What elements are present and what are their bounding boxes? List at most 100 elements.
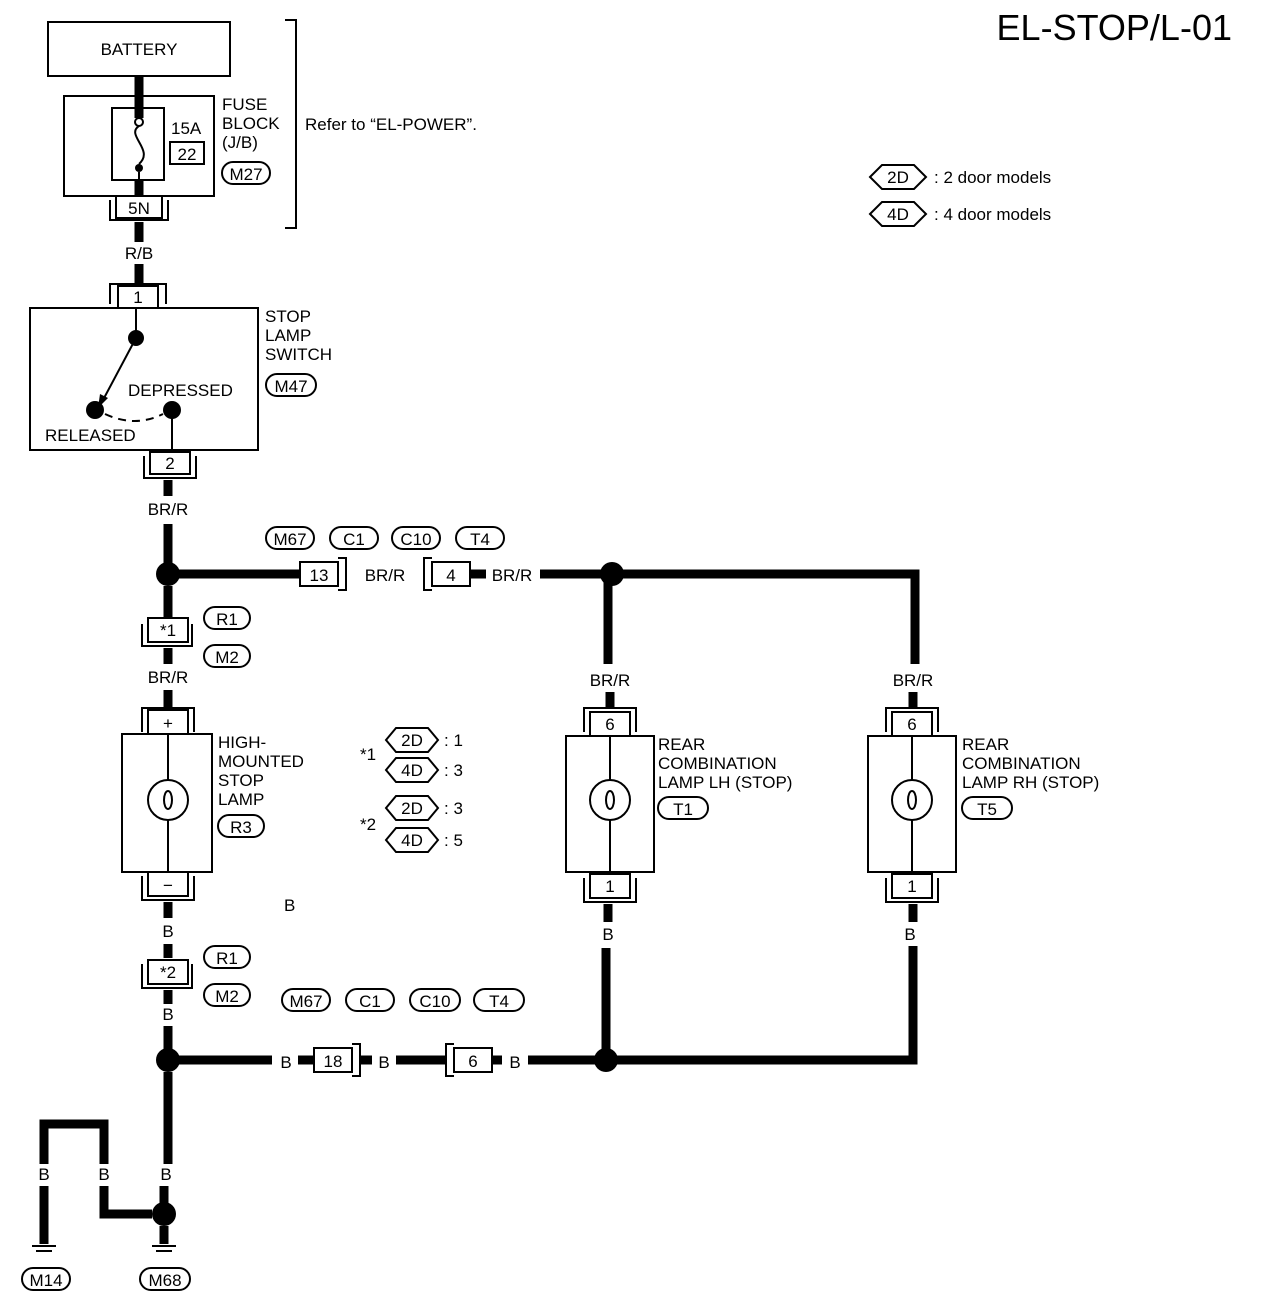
footnote-2-row-0-val: : 3 [444, 799, 463, 818]
relay-conn-1-tag-1 [203, 644, 251, 668]
switch-state-depressed: DEPRESSED [128, 381, 233, 400]
hm-lamp-label-3: STOP [218, 771, 264, 790]
joint-bottom-pin-a-box [313, 1047, 353, 1073]
bottom-joint-tag-0-text: M67 [289, 992, 322, 1011]
relay-conn-2-box [147, 959, 189, 985]
hm-lamp-connector-badge [217, 814, 265, 838]
relay-conn-1-tag-0 [203, 606, 251, 630]
wire-color-brr-1: BR/R [148, 500, 189, 519]
hm-lamp-bulb [147, 779, 189, 821]
relay-conn-1-box [147, 617, 189, 643]
relay-conn-2-pin: *2 [160, 963, 176, 982]
wire-color-b-10: B [98, 1165, 109, 1184]
joint-top-pin-b-box [431, 561, 471, 587]
ground-m68-badge [139, 1267, 191, 1291]
top-joint-tag-2-text: C10 [400, 530, 431, 549]
wire-color-b-1: B [162, 922, 173, 941]
footnote-2-row-1-tag: 4D [401, 831, 423, 850]
joint-top-pin-b: 4 [446, 566, 455, 585]
stop-lamp-switch-box [29, 307, 259, 451]
footnote-2-row-0-hex [384, 795, 440, 821]
rh-label-3: LAMP RH (STOP) [962, 773, 1099, 792]
footnote-1-row-1-val: : 3 [444, 761, 463, 780]
fuse-block-label-1: FUSE [222, 95, 267, 114]
fuse-number-box [169, 141, 205, 165]
rh-label-2: COMBINATION [962, 754, 1081, 773]
footnote-2-row-1-val: : 5 [444, 831, 463, 850]
fuse-number: 22 [178, 145, 197, 164]
rh-connector-tag: T5 [977, 800, 997, 819]
switch-pin-2: 2 [165, 454, 174, 473]
wire-color-brr-6: BR/R [893, 671, 934, 690]
rh-connector-badge [961, 796, 1013, 820]
fuse-amperage: 15A [171, 119, 202, 138]
joint-bottom-pin-b-box [453, 1047, 493, 1073]
fuse-terminal: 5N [128, 199, 150, 218]
fuse-block-label-3: (J/B) [222, 133, 258, 152]
rh-label-1: REAR [962, 735, 1009, 754]
top-joint-tag-3-text: T4 [470, 530, 490, 549]
fuse-block-label-2: BLOCK [222, 114, 280, 133]
lh-pin-bottom: 1 [605, 877, 614, 896]
lh-connector-badge [657, 796, 709, 820]
wire-color-b-5: B [509, 1053, 520, 1072]
wire-color-rb: R/B [125, 244, 153, 263]
footnote-1-row-0-hex [384, 727, 440, 753]
wire-color-b-4: B [378, 1053, 389, 1072]
switch-connector-badge [265, 373, 317, 397]
bottom-joint-tag-1-text: C1 [359, 992, 381, 1011]
switch-pin-2-box [149, 451, 191, 475]
switch-label-1: STOP [265, 307, 311, 326]
lh-label-2: COMBINATION [658, 754, 777, 773]
switch-contact-released [86, 401, 104, 419]
top-joint-tag-2 [391, 526, 441, 550]
ground-m68-tag: M68 [148, 1271, 181, 1290]
wire-color-b-6: B [602, 925, 613, 944]
joint-top-pin-a: 13 [310, 566, 329, 585]
wire-color-b-8: B [160, 1165, 171, 1184]
lh-lamp-bulb [589, 779, 631, 821]
switch-label-3: SWITCH [265, 345, 332, 364]
ground-m14-tag: M14 [29, 1271, 62, 1290]
hm-lamp-minus-box [147, 871, 189, 897]
wire-color-b-9: B [38, 1165, 49, 1184]
hm-lamp-label-1: HIGH- [218, 733, 266, 752]
footnote-2-mark: *2 [360, 815, 376, 834]
switch-label-2: LAMP [265, 326, 311, 345]
switch-state-released: RELEASED [45, 426, 136, 445]
top-joint-tag-1 [329, 526, 379, 550]
bottom-joint-tag-2 [409, 988, 461, 1012]
top-joint-tag-3 [455, 526, 505, 550]
bottom-joint-tag-1 [345, 988, 395, 1012]
wire-color-brr-3: BR/R [492, 566, 533, 585]
splice-ground [152, 1202, 176, 1226]
relay-conn-1-tag-0-text: R1 [216, 610, 238, 629]
bottom-joint-tag-2-text: C10 [419, 992, 450, 1011]
lh-label-3: LAMP LH (STOP) [658, 773, 792, 792]
wire-color-b-2: B [162, 1005, 173, 1024]
lh-label-1: REAR [658, 735, 705, 754]
legend-4d-hex [868, 201, 928, 227]
bottom-joint-tag-3 [473, 988, 525, 1012]
footnote-2-row-0-tag: 2D [401, 799, 423, 818]
relay-conn-1-tag-1-text: M2 [215, 648, 239, 667]
hm-lamp-plus: + [163, 714, 173, 733]
joint-bottom-pin-b: 6 [468, 1052, 477, 1071]
relay-conn-2-tag-0-text: R1 [216, 949, 238, 968]
fuse-connector-tag: M27 [229, 165, 262, 184]
hm-lamp-connector-tag: R3 [230, 818, 252, 837]
bottom-joint-tag-3-text: T4 [489, 992, 509, 1011]
rh-pin-bottom-box [891, 873, 933, 899]
top-joint-tag-0 [265, 526, 315, 550]
battery-box [47, 21, 231, 77]
lh-pin-bottom-box [589, 873, 631, 899]
fuse-terminal-box [115, 195, 163, 219]
lh-pin-top-box [589, 711, 631, 737]
legend-2d-text: : 2 door models [934, 168, 1051, 187]
relay-conn-2-tag-0 [203, 945, 251, 969]
legend-4d-text: : 4 door models [934, 205, 1051, 224]
legend-2d-hex [868, 164, 928, 190]
lh-pin-top: 6 [605, 715, 614, 734]
relay-conn-1-pin: *1 [160, 621, 176, 640]
hm-lamp-label-4: LAMP [218, 790, 264, 809]
